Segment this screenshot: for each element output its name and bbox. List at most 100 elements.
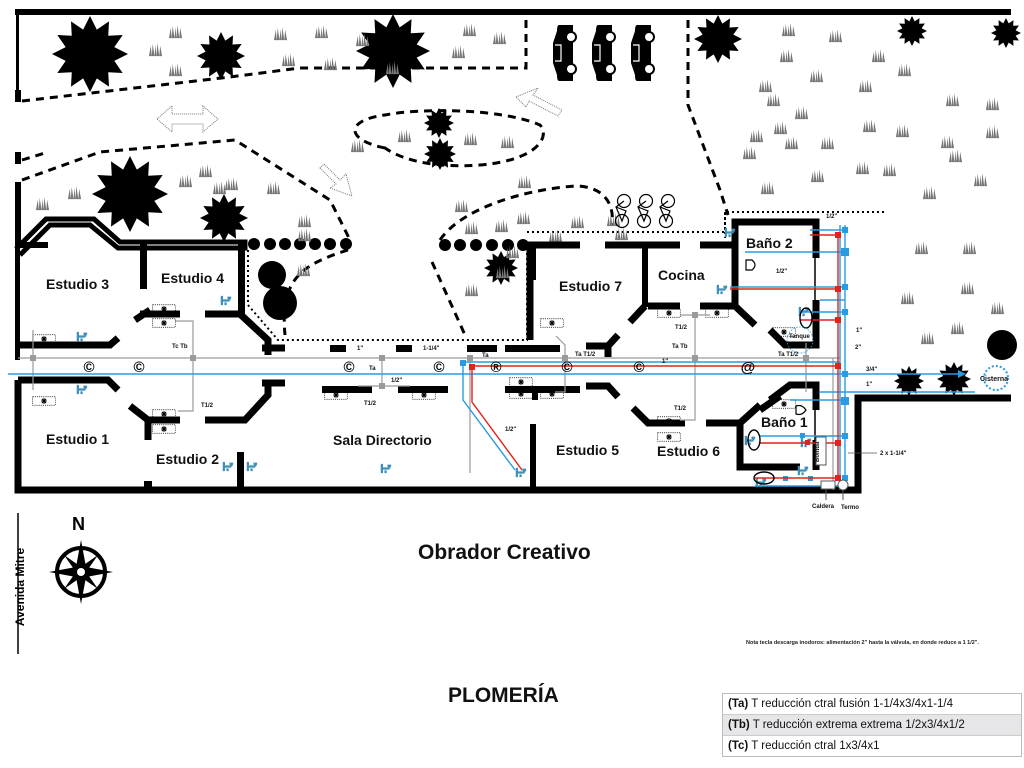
grass-icon xyxy=(766,92,781,107)
sheet-title: PLOMERÍA xyxy=(448,684,559,707)
bush-icon xyxy=(987,330,1017,360)
tank-label: Tanque xyxy=(789,334,811,340)
circulation-arrows xyxy=(156,86,563,197)
gray-pipe-network xyxy=(18,314,840,490)
grass-icon xyxy=(296,262,311,277)
floor-drain-icon xyxy=(32,396,56,406)
grass-icon xyxy=(784,135,799,150)
grass-icon xyxy=(397,128,412,143)
water-heater-label: Termo xyxy=(841,505,859,511)
grass-icon xyxy=(962,240,977,255)
room-label-estudio-2: Estudio 2 xyxy=(156,451,219,467)
tree-icon xyxy=(937,362,971,396)
diameter-label: 3/4" xyxy=(866,367,877,373)
copyright-symbol: © xyxy=(133,359,144,376)
gray-tees xyxy=(30,312,809,389)
room-label-cocina: Cocina xyxy=(658,267,705,283)
tree-icon xyxy=(52,16,128,92)
grass-icon xyxy=(570,214,585,229)
diameter-label: 1/2" xyxy=(505,427,516,433)
legend-row: (Tb) T reducción extrema extrema 1/2x3/4… xyxy=(723,715,1021,736)
car-icon xyxy=(553,23,577,83)
pump-label: Bomba xyxy=(815,441,821,462)
room-label-bano-1: Baño 1 xyxy=(761,414,808,430)
at-symbol: @ xyxy=(741,359,756,376)
faucet-icon xyxy=(797,464,810,477)
grass-icon xyxy=(973,172,988,187)
grass-icon xyxy=(760,180,775,195)
grass-icon xyxy=(492,30,507,45)
street-label: Avenida Mitre xyxy=(13,547,27,627)
room-label-estudio-1: Estudio 1 xyxy=(46,431,109,447)
faucet-icon xyxy=(716,283,729,296)
faucet-icon xyxy=(380,462,393,475)
fitting-label: T1/2 xyxy=(201,403,214,409)
grass-patches xyxy=(35,22,1005,345)
grass-icon xyxy=(462,22,477,37)
grass-icon xyxy=(614,226,629,241)
grass-icon xyxy=(297,213,312,228)
room-label-estudio-7: Estudio 7 xyxy=(559,278,622,294)
project-title: Obrador Creativo xyxy=(418,541,591,564)
faucet-icon xyxy=(744,434,757,447)
plumbing-note: Nota tecla descarga inodoros: alimentaci… xyxy=(746,640,979,646)
legend-text: T reducción ctral fusión 1-1/4x3/4x1-1/4 xyxy=(748,698,954,710)
room-label-estudio-6: Estudio 6 xyxy=(657,443,720,459)
grass-icon xyxy=(212,180,227,195)
sink-icon xyxy=(747,429,761,451)
fitting-label: Tc Tb xyxy=(172,344,188,350)
fitting-label: T1/2 xyxy=(674,406,687,412)
grass-icon xyxy=(454,198,469,213)
room-label-bano-2: Baño 2 xyxy=(746,235,793,251)
legend-row: (Tc) T reducción ctral 1x3/4x1 xyxy=(723,736,1021,756)
grass-icon xyxy=(960,280,975,295)
grass-icon xyxy=(168,62,183,77)
grass-icon xyxy=(950,320,965,335)
grass-icon xyxy=(749,128,764,143)
legend-text: T reducción ctral 1x3/4x1 xyxy=(748,740,880,752)
bicycle-icon xyxy=(636,193,654,229)
grass-icon xyxy=(323,56,338,71)
grass-icon xyxy=(920,330,935,345)
grass-icon xyxy=(281,52,296,67)
grass-icon xyxy=(820,135,835,150)
floor-drain-icon xyxy=(509,377,533,387)
faucet-icon xyxy=(76,330,89,343)
toilet-icon xyxy=(745,259,756,271)
site-boundary xyxy=(15,9,1011,242)
tree-icon xyxy=(200,194,248,242)
room-labels: Estudio 3 Estudio 4 Estudio 1 Estudio 2 … xyxy=(46,235,808,467)
grass-icon xyxy=(779,48,794,63)
legend-row: (Ta) T reducción ctral fusión 1-1/4x3/4x… xyxy=(723,694,1021,715)
copyright-symbol: © xyxy=(343,359,354,376)
diameter-label: 1" xyxy=(357,346,363,352)
hedge xyxy=(248,238,529,251)
bush-icon xyxy=(258,261,286,289)
legend-code: (Tc) xyxy=(728,740,749,752)
grass-icon xyxy=(862,118,877,133)
grass-icon xyxy=(809,68,824,83)
diameter-label: 1" xyxy=(662,359,668,365)
hot-water-nodes xyxy=(469,232,841,481)
faucet-icon xyxy=(220,294,233,307)
floor-drain-icon xyxy=(152,424,176,434)
grass-icon xyxy=(35,196,50,211)
room-label-estudio-4: Estudio 4 xyxy=(161,270,224,286)
floor-drain-icon xyxy=(540,318,564,328)
grass-icon xyxy=(773,120,788,135)
toilet-icon xyxy=(795,404,807,416)
grass-icon xyxy=(914,240,929,255)
boiler-label: Caldera xyxy=(812,504,835,510)
fitting-label: Ta xyxy=(369,366,376,372)
grass-icon xyxy=(178,173,193,188)
parking xyxy=(553,23,676,229)
grass-icon xyxy=(794,105,809,120)
grass-icon xyxy=(500,134,515,149)
legend-code: (Tb) xyxy=(728,719,750,731)
tree-icon xyxy=(424,108,454,138)
floor-drain-icon xyxy=(152,318,176,328)
floor-drain-icon xyxy=(657,432,681,442)
fitting-label: Ta xyxy=(482,353,489,359)
corridor-symbols: © © © © ® © © @ xyxy=(83,359,755,376)
grass-icon xyxy=(464,220,479,235)
